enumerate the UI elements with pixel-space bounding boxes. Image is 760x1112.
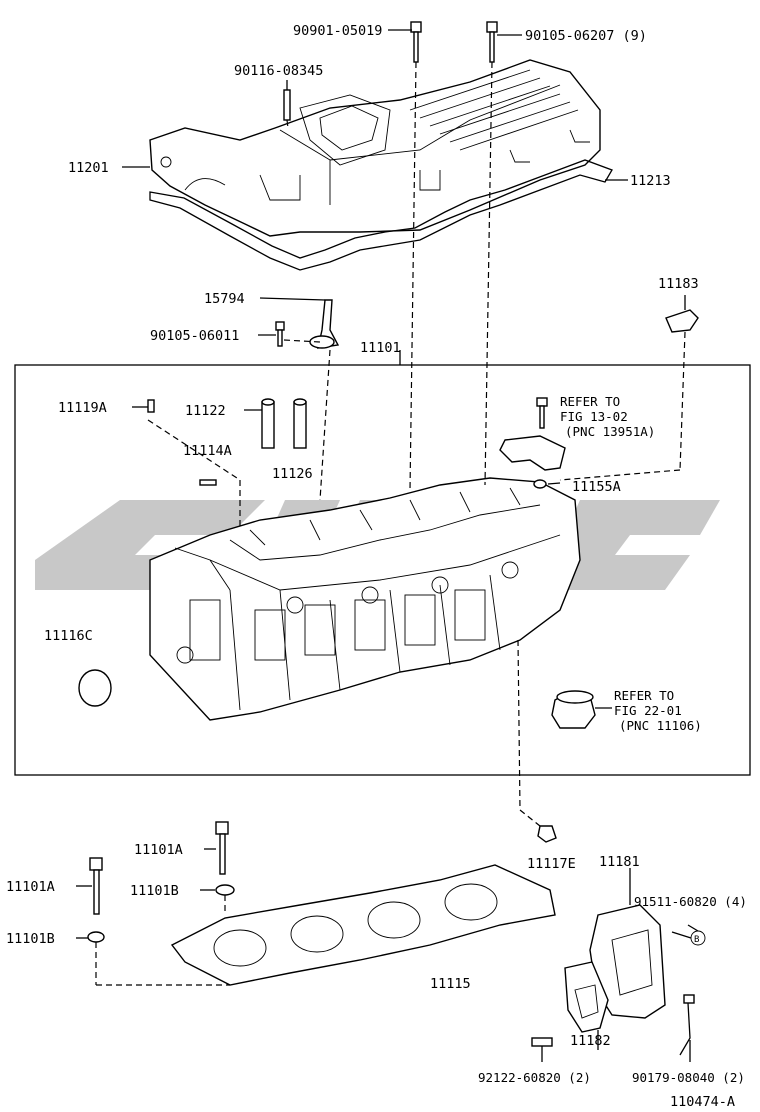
marker-b-text: B	[694, 935, 699, 945]
head-assembly-frame	[14, 364, 751, 776]
label-11101-top: 11101	[360, 340, 401, 356]
label-11183: 11183	[658, 276, 699, 292]
label-90901-05019: 90901-05019	[293, 23, 382, 39]
label-11213: 11213	[630, 173, 671, 189]
label-15794: 15794	[204, 291, 245, 307]
label-11117E: 11117E	[527, 856, 576, 872]
oil-filler-cap	[665, 309, 699, 333]
label-11116C: 11116C	[44, 628, 93, 644]
figure-id: 110474-A	[670, 1094, 735, 1110]
refer2-line-c: (PNC 11106)	[619, 718, 702, 733]
part-labels: 90901-05019 90105-06207 (9) 90116-08345 …	[6, 23, 747, 1110]
label-11101A-2: 11101A	[6, 879, 55, 895]
label-11126: 11126	[272, 466, 313, 482]
label-92122-60820: 92122-60820 (2)	[478, 1070, 591, 1085]
label-11201: 11201	[68, 160, 109, 176]
refer2-line-a: REFER TO	[614, 688, 674, 703]
label-90105-06207: 90105-06207 (9)	[525, 28, 647, 44]
head-gasket	[170, 864, 556, 986]
head-cover-gasket	[149, 159, 613, 271]
small-pins	[147, 399, 217, 486]
top-bolts	[283, 21, 498, 121]
label-11119A: 11119A	[58, 400, 107, 416]
cylinder-head-cover	[149, 59, 601, 237]
label-11101A-1: 11101A	[134, 842, 183, 858]
label-11155A: 11155A	[572, 479, 621, 495]
valve-guides	[261, 398, 307, 449]
label-11115: 11115	[430, 976, 471, 992]
label-90179-08040: 90179-08040 (2)	[632, 1070, 745, 1085]
head-bolts	[87, 821, 235, 943]
label-91511-60820: 91511-60820 (4)	[634, 894, 747, 909]
label-11101B-2: 11101B	[6, 931, 55, 947]
dashed-guides	[95, 61, 686, 986]
expansion-plug	[78, 669, 112, 707]
head-plug	[537, 825, 557, 843]
pcv-pipe	[275, 299, 340, 349]
label-11122: 11122	[185, 403, 226, 419]
cylinder-head	[149, 477, 581, 721]
refer1-line-b: FIG 13-02	[560, 409, 628, 424]
label-11114A: 11114A	[183, 443, 232, 459]
label-11182: 11182	[570, 1033, 611, 1049]
leader-lines	[76, 29, 699, 1062]
refer1-line-c: (PNC 13951A)	[565, 424, 655, 439]
refer2-line-b: FIG 22-01	[614, 703, 682, 718]
label-11101B-1: 11101B	[130, 883, 179, 899]
label-11181: 11181	[599, 854, 640, 870]
label-90116-08345: 90116-08345	[234, 63, 323, 79]
lifter-part	[551, 690, 596, 729]
cam-bearing-cap	[499, 397, 566, 489]
water-housing	[531, 904, 695, 1056]
refer1-line-a: REFER TO	[560, 394, 620, 409]
label-90105-06011: 90105-06011	[150, 328, 239, 344]
